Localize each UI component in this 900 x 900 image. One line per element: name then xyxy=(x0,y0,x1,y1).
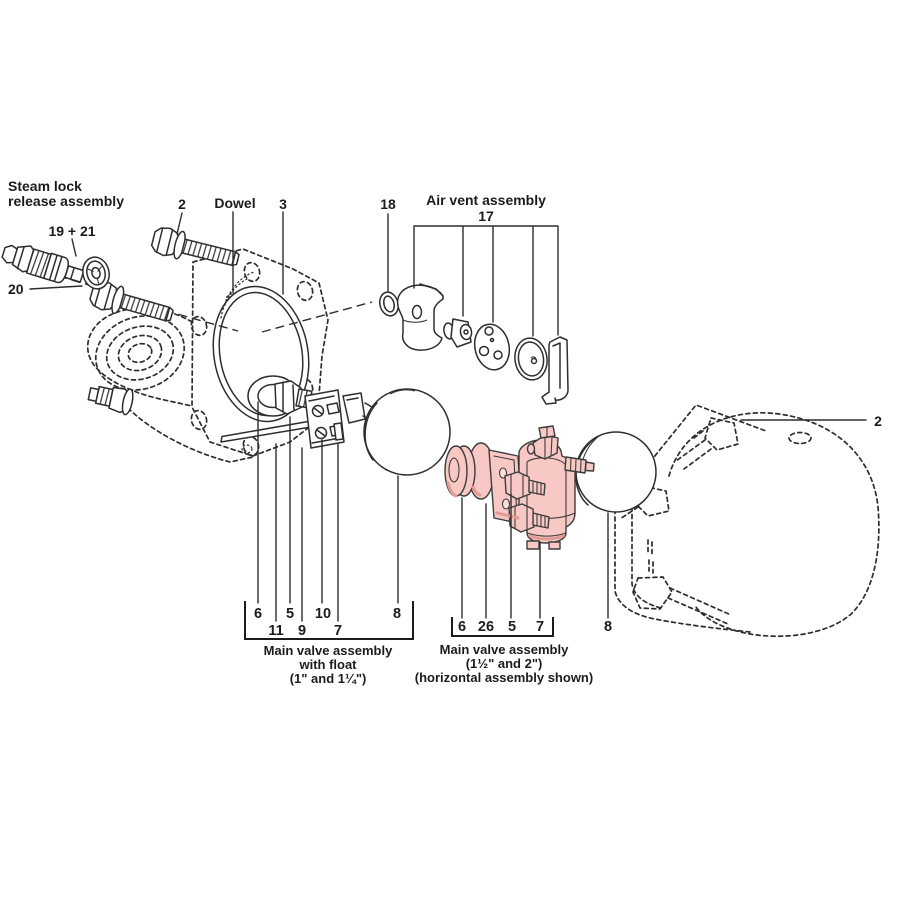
label-19-21: 19 + 21 xyxy=(48,223,95,239)
right-caption-line1: Main valve assembly xyxy=(440,642,569,657)
callout-10: 10 xyxy=(315,606,331,622)
trap-body-housing-phantom xyxy=(614,404,880,638)
right-caption-line2: (1½" and 2") xyxy=(466,656,543,671)
main-valve-float-assembly xyxy=(220,375,378,449)
air-vent-assembly-parts xyxy=(379,283,569,405)
air-vent-clip xyxy=(541,336,569,405)
air-vent-clamp xyxy=(396,283,444,351)
sight-disc-part-20 xyxy=(82,256,110,290)
air-vent-seat-disc xyxy=(473,323,511,371)
left-caption-line2: with float xyxy=(298,657,357,672)
label-dowel: Dowel xyxy=(214,195,255,211)
air-vent-capsule xyxy=(514,337,548,381)
callout-9: 9 xyxy=(298,623,306,639)
label-2-top: 2 xyxy=(178,196,186,212)
label-3: 3 xyxy=(279,196,287,212)
cover-bolt-top xyxy=(150,227,240,267)
label-17: 17 xyxy=(478,208,494,224)
cover-bolt-lower xyxy=(89,281,174,322)
left-caption-line3: (1" and 1¼") xyxy=(290,671,367,686)
callout-6-right: 6 xyxy=(458,619,466,635)
main-valve-horizontal-assembly xyxy=(444,425,595,550)
callout-8: 8 xyxy=(393,606,401,622)
callout-8-right: 8 xyxy=(604,619,612,635)
callout-5-right: 5 xyxy=(508,619,516,635)
callout-7-right: 7 xyxy=(536,619,544,635)
callout-7: 7 xyxy=(334,623,342,639)
label-20: 20 xyxy=(8,281,24,297)
callout-26: 26 xyxy=(478,619,494,635)
air-vent-valve xyxy=(443,318,473,348)
steam-lock-title-line1: Steam lock xyxy=(8,178,82,194)
right-caption-line3: (horizontal assembly shown) xyxy=(415,670,593,685)
leader-lines xyxy=(29,211,867,640)
steam-lock-title-line2: release assembly xyxy=(8,193,124,209)
left-caption-line1: Main valve assembly xyxy=(264,643,393,658)
label-2-right: 2 xyxy=(874,413,882,429)
hex-bolt-7 xyxy=(504,471,531,500)
callout-11: 11 xyxy=(268,623,283,639)
diagram-labels: Steam lock release assembly 19 + 21 20 2… xyxy=(8,178,882,686)
float-ball-left xyxy=(363,388,451,476)
axis-centreline xyxy=(261,301,373,333)
float-ball-right xyxy=(575,431,657,513)
callout-5: 5 xyxy=(286,606,294,622)
air-vent-title: Air vent assembly xyxy=(426,192,546,208)
callout-6: 6 xyxy=(254,606,262,622)
inlet-plug xyxy=(87,385,134,416)
label-18: 18 xyxy=(380,196,396,212)
steam-lock-release-part xyxy=(1,244,85,284)
